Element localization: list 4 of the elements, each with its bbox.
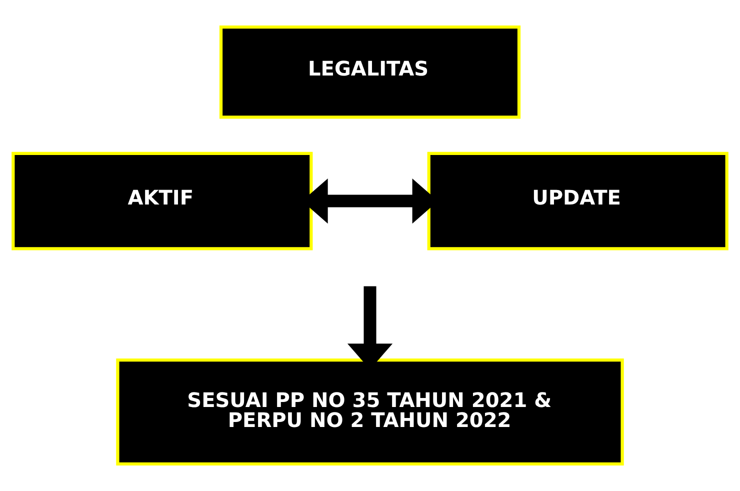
node-box: LEGALITAS [219, 25, 521, 119]
node-box: AKTIF [12, 152, 313, 250]
node-box: UPDATE [427, 152, 728, 250]
node-box: SESUAI PP NO 35 TAHUN 2021 & PERPU NO 2 TAHUN 2022 [116, 358, 624, 466]
